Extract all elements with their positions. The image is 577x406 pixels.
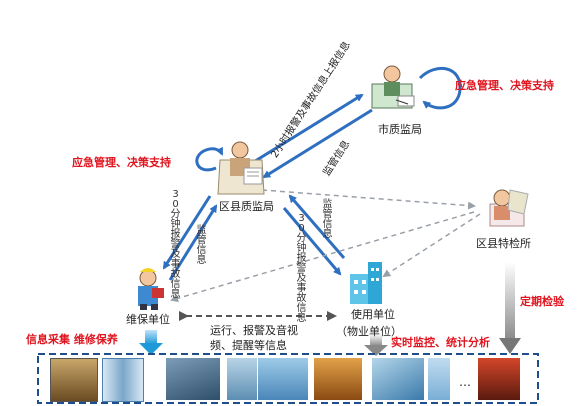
note-realtime-monitor: 实时监控、统计分析 — [391, 336, 490, 349]
district-officer-icon — [217, 141, 265, 195]
elevator-photo-5 — [478, 358, 520, 400]
arrow-district-to-city — [251, 93, 364, 165]
node-inspection-label: 区县特检所 — [476, 237, 531, 250]
node-user-sub-label: （物业单位） — [336, 325, 402, 338]
escalator-photo-2 — [227, 358, 257, 400]
elevator-photo-1 — [50, 358, 98, 402]
elevator-shaft-photo — [314, 358, 362, 400]
dashed-inspection-user — [382, 213, 481, 278]
node-maintenance-label: 维保单位 — [126, 313, 170, 326]
arrow-inspection-down-head — [499, 338, 521, 354]
elevator-strip-frame — [37, 353, 539, 404]
operation-info-line2: 频、提醒等信息 — [210, 339, 287, 352]
cycle-arrow-district — [195, 146, 224, 172]
flow-user-to-district: 30分钟报警及事故信息 — [296, 213, 307, 324]
note-emergency-district: 应急管理、决策支持 — [72, 156, 171, 169]
arrow-city-to-district — [262, 108, 373, 179]
dashed-district-inspection — [255, 185, 476, 210]
escalator-photo-1 — [166, 358, 220, 400]
building-icon — [350, 262, 382, 304]
note-emergency-city: 应急管理、决策支持 — [455, 79, 554, 92]
operation-info-line1: 运行、报警及音视 — [210, 324, 298, 337]
elevator-photo-2 — [102, 358, 144, 402]
arrow-maintenance-to-district — [168, 204, 218, 281]
arrow-maintenance-down-head — [139, 343, 163, 355]
inspection-officer-icon — [489, 189, 529, 227]
node-city-label: 市质监局 — [378, 123, 422, 136]
flow-district-to-maintenance: 监管信息 — [196, 225, 207, 266]
node-user-label: 使用单位 — [351, 308, 395, 321]
flow-maintenance-to-district: 30分钟报警及事故信息 — [170, 189, 181, 300]
flow-district-to-user: 监管信息 — [322, 199, 333, 240]
strip-ellipsis: … — [459, 375, 471, 389]
arrow-district-to-user — [282, 207, 342, 276]
arrow-inspection-down — [505, 262, 515, 340]
elevator-photo-4 — [428, 358, 450, 400]
escalator-photo-3 — [372, 358, 424, 400]
dashed-inspection-maintenance — [170, 211, 475, 303]
arrow-maintenance-down — [145, 330, 157, 344]
cycle-arrow-city — [418, 67, 462, 110]
elevator-photo-3 — [258, 358, 308, 400]
maintenance-worker-icon — [138, 268, 164, 310]
node-district-label: 区县质监局 — [219, 200, 274, 213]
city-officer-icon — [371, 65, 415, 109]
arrow-user-down-head — [364, 345, 388, 356]
note-info-collection: 信息采集 维修保养 — [26, 333, 118, 346]
note-periodic-inspection: 定期检验 — [520, 295, 564, 308]
arrow-user-down — [370, 334, 382, 346]
arrow-maintenance-to-district-head — [162, 195, 212, 270]
